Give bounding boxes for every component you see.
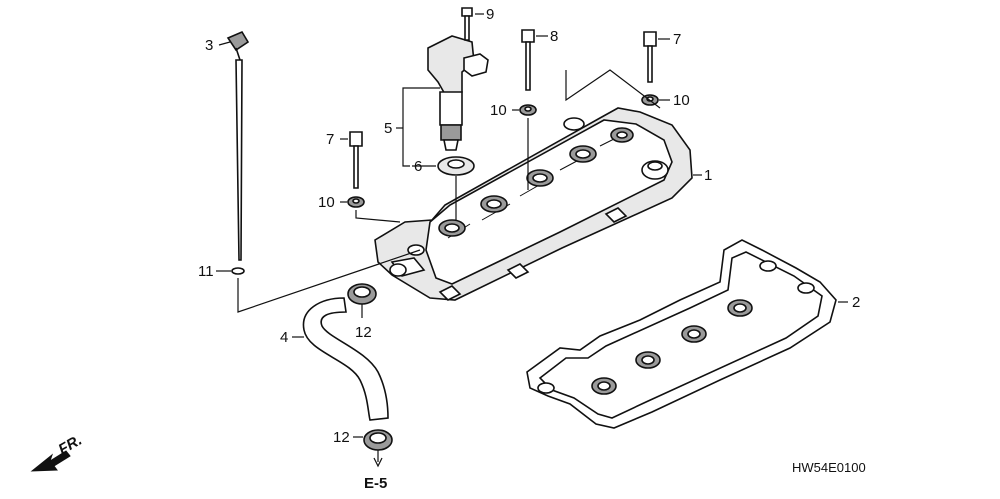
hose-clip-upper bbox=[347, 283, 377, 305]
front-direction-arrow bbox=[30, 450, 71, 472]
cylinder-head-cover bbox=[374, 107, 693, 301]
callout-11: 11 bbox=[198, 263, 214, 280]
ignition-coil bbox=[427, 35, 489, 151]
callout-8: 8 bbox=[550, 28, 558, 45]
reference-e5: E-5 bbox=[364, 475, 387, 492]
callout-5: 5 bbox=[384, 120, 392, 137]
callout-3: 3 bbox=[205, 37, 213, 54]
callout-6: 6 bbox=[414, 158, 422, 175]
hose-clip-lower bbox=[363, 429, 393, 451]
callout-9: 9 bbox=[486, 6, 494, 23]
callout-12-lower: 12 bbox=[333, 429, 350, 446]
washer-10-left bbox=[347, 196, 365, 208]
head-cover-gasket bbox=[526, 239, 837, 429]
callout-10-right: 10 bbox=[673, 92, 690, 109]
callout-2: 2 bbox=[852, 294, 860, 311]
bolt-8 bbox=[521, 29, 535, 91]
leader-lines bbox=[216, 13, 848, 468]
breather-hose bbox=[302, 297, 389, 421]
oil-dipstick bbox=[226, 30, 250, 275]
callout-7-left: 7 bbox=[326, 131, 334, 148]
callout-10-left: 10 bbox=[318, 194, 335, 211]
callout-10-mid: 10 bbox=[490, 102, 507, 119]
diagram-code: HW54E0100 bbox=[792, 460, 866, 475]
washer-10-mid bbox=[519, 104, 537, 116]
bolt-9 bbox=[461, 7, 473, 41]
coil-seal bbox=[437, 156, 475, 176]
callout-4: 4 bbox=[280, 329, 288, 346]
callout-12-upper: 12 bbox=[355, 324, 372, 341]
bolt-7-left bbox=[349, 131, 363, 189]
callout-7-right: 7 bbox=[673, 31, 681, 48]
callout-1: 1 bbox=[704, 167, 712, 184]
bolt-7-right bbox=[643, 31, 657, 83]
